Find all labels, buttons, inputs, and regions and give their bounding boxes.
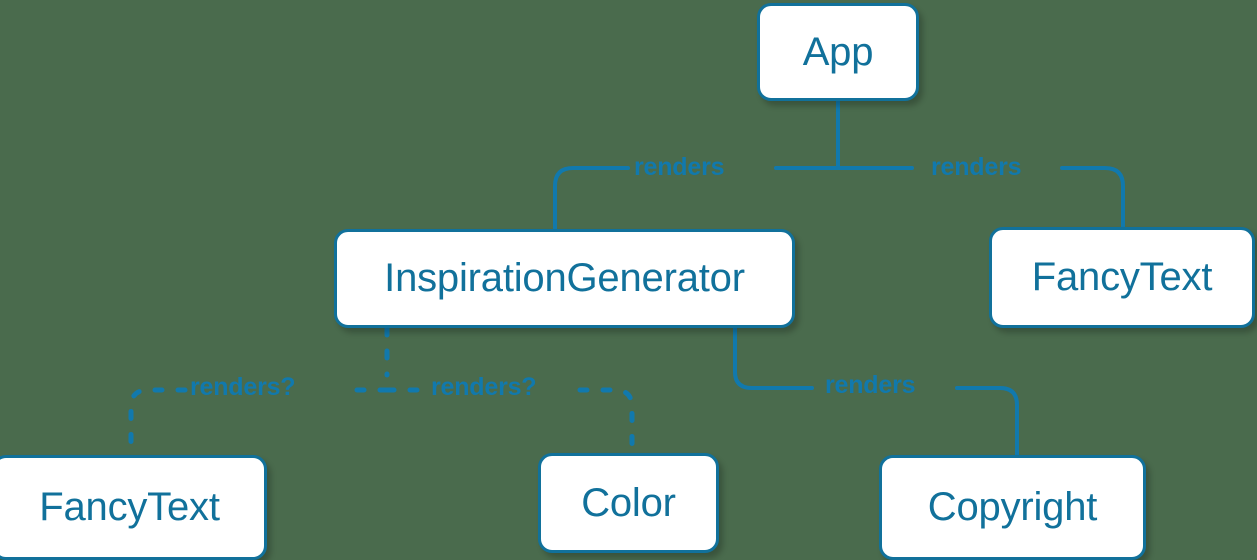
node-app-label: App	[802, 29, 874, 74]
node-fancytext-bottom[interactable]: FancyText	[0, 455, 267, 560]
node-copyright-label: Copyright	[927, 485, 1098, 529]
edge-label-inspiration-color: renders?	[431, 373, 537, 401]
edge-segment	[955, 386, 1019, 457]
node-fancytext-top-label: FancyText	[1031, 255, 1213, 299]
edge-label-inspiration-copyright: renders	[825, 371, 916, 399]
node-color-label: Color	[581, 480, 676, 525]
node-app[interactable]: App	[757, 3, 919, 101]
edge-label-inspiration-fancytext: renders?	[190, 373, 296, 401]
node-inspiration-generator-label: InspirationGenerator	[384, 256, 745, 300]
node-fancytext-bottom-label: FancyText	[39, 485, 220, 529]
edge-segment	[553, 166, 630, 231]
edge-segment	[577, 387, 635, 456]
edge-label-app-fancytext: renders	[931, 153, 1022, 181]
edge-segment	[1060, 166, 1125, 229]
edge-segment	[733, 326, 814, 390]
edge-segment	[128, 387, 188, 458]
edge-label-app-inspiration: renders	[634, 153, 725, 181]
node-copyright[interactable]: Copyright	[879, 455, 1146, 560]
node-inspiration-generator[interactable]: InspirationGenerator	[334, 229, 795, 328]
node-fancytext-top[interactable]: FancyText	[989, 227, 1255, 328]
node-color[interactable]: Color	[538, 453, 719, 553]
